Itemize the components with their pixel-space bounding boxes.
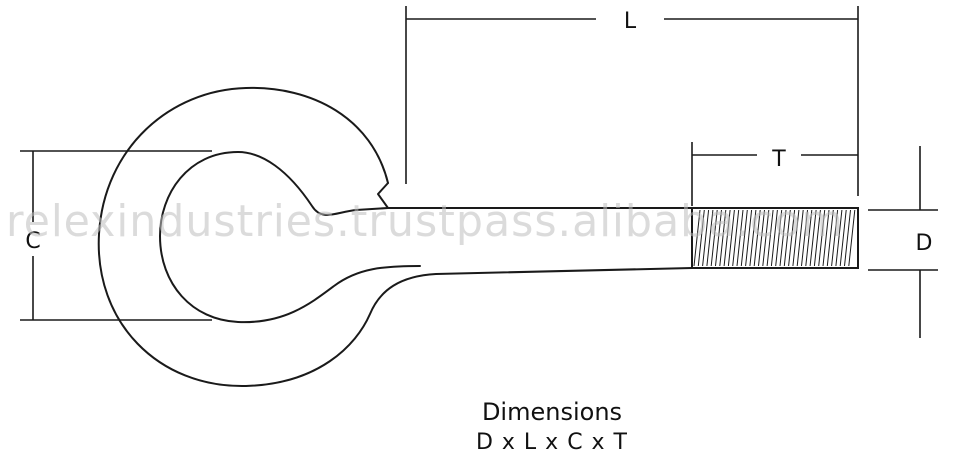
thread-line <box>736 209 744 267</box>
eye-outer-edge <box>97 86 693 388</box>
thread-outline <box>691 207 859 269</box>
thread-line <box>745 209 753 267</box>
dimension-lines <box>20 6 938 338</box>
thread-line <box>758 209 765 267</box>
thread-line <box>749 209 757 267</box>
thread-line <box>805 209 813 267</box>
thread-line <box>693 209 701 267</box>
thread-line <box>727 209 735 267</box>
thread-line <box>788 209 796 267</box>
thread-length-label: T <box>771 147 786 172</box>
thread-line <box>844 209 851 267</box>
eye-bolt-outline <box>97 86 693 388</box>
eye-inner-edge <box>159 151 421 324</box>
thread-line <box>715 209 722 267</box>
threaded-section <box>691 207 859 269</box>
thread-line <box>801 209 808 267</box>
thread-line <box>848 209 856 267</box>
caption-title: Dimensions <box>481 398 623 426</box>
thread-line <box>702 209 710 267</box>
rod-diameter-label: D <box>916 231 933 256</box>
length-label: L <box>624 9 637 34</box>
thread-line <box>706 209 714 267</box>
thread-line <box>792 209 800 267</box>
thread-line <box>813 209 821 267</box>
thread-line <box>831 209 839 267</box>
thread-line <box>839 209 847 267</box>
thread-line <box>809 209 817 267</box>
thread-line <box>822 209 830 267</box>
eye-diameter-label: C <box>25 229 40 254</box>
thread-line <box>826 209 834 267</box>
thread-line <box>719 209 727 267</box>
thread-line <box>697 209 705 267</box>
thread-line <box>732 209 740 267</box>
thread-line <box>835 209 843 267</box>
eye-gap-edge <box>377 182 389 209</box>
thread-hatching <box>693 209 856 267</box>
thread-line <box>766 209 774 267</box>
thread-line <box>783 209 791 267</box>
thread-line <box>770 209 778 267</box>
thread-line <box>723 209 731 267</box>
thread-line <box>779 209 787 267</box>
watermark-text: relexindustries.trustpass.alibaba.com <box>6 196 844 247</box>
thread-line <box>710 209 718 267</box>
thread-line <box>740 209 748 267</box>
thread-line <box>753 209 761 267</box>
thread-line <box>762 209 770 267</box>
thread-line <box>818 209 826 267</box>
thread-line <box>796 209 804 267</box>
thread-line <box>775 209 783 267</box>
caption-formula: D x L x C x T <box>475 430 628 455</box>
